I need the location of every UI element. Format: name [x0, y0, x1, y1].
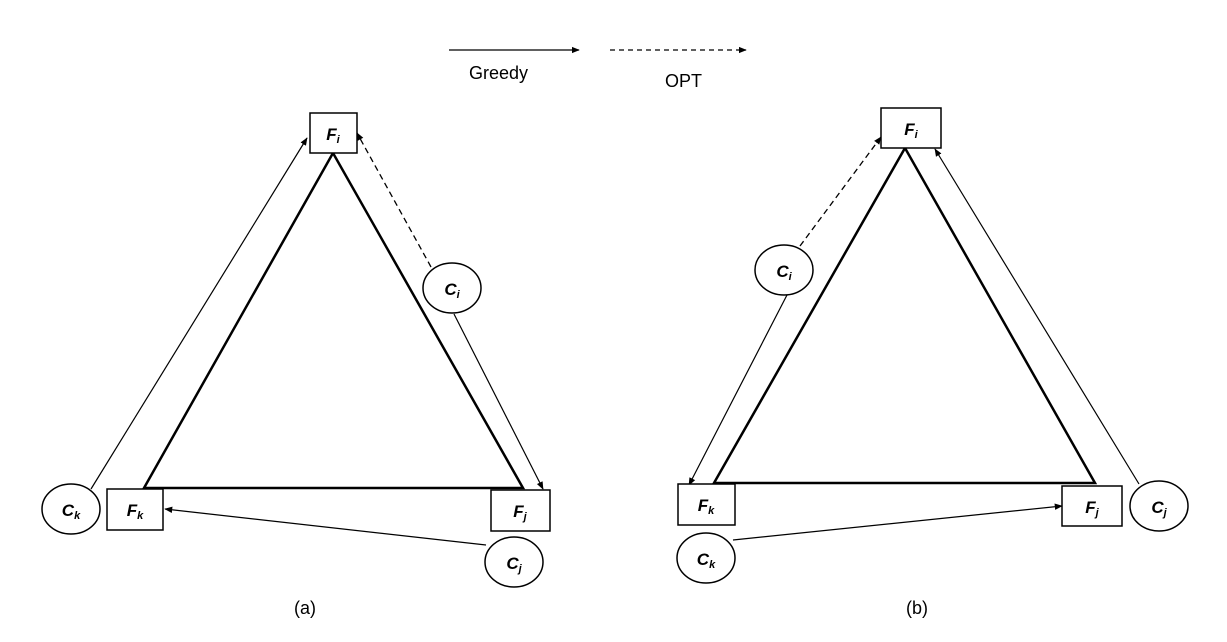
panel-a-edge-cj-to-fk [164, 506, 487, 546]
panel-a-edge-ci-to-fj [453, 313, 544, 490]
svg-text:Fi: Fi [326, 125, 340, 146]
panel-a-node-ci: Ci [422, 262, 482, 314]
svg-text:Cj: Cj [506, 554, 522, 575]
panel-a-node-cj: Cj [484, 536, 544, 588]
panel-b: Fi Fk Fj Ci Ck Cj (b) [676, 107, 1189, 618]
panel-b-edge-ck-to-fj [732, 503, 1063, 541]
panel-b-node-ck: Ck [676, 532, 736, 584]
panel-b-triangle [711, 145, 1098, 485]
legend-opt-label: OPT [665, 71, 702, 91]
panel-b-node-ci: Ci [754, 244, 814, 296]
panel-a-edge-ci-to-fi-opt [356, 132, 432, 268]
svg-text:Ck: Ck [697, 550, 716, 571]
panel-b-caption: (b) [906, 598, 928, 618]
svg-text:Fk: Fk [698, 496, 715, 517]
panel-b-edge-cj-to-fi [934, 148, 1140, 485]
svg-text:Ck: Ck [62, 501, 81, 522]
panel-a-caption: (a) [294, 598, 316, 618]
svg-text:Ci: Ci [776, 262, 792, 283]
panel-a-node-ck: Ck [41, 483, 101, 535]
svg-text:Ci: Ci [444, 280, 460, 301]
panel-a-node-fk: Fk [106, 488, 164, 531]
legend-greedy-label: Greedy [469, 63, 528, 83]
panel-b-edge-ci-to-fk [688, 294, 788, 486]
legend: Greedy OPT [449, 46, 747, 91]
svg-text:Fj: Fj [513, 502, 527, 523]
panel-b-node-cj: Cj [1129, 480, 1189, 532]
panel-b-edge-ci-to-fi-opt [799, 136, 882, 247]
panel-b-node-fj: Fj [1061, 485, 1123, 527]
panel-a-node-fj: Fj [490, 489, 551, 532]
svg-text:Cj: Cj [1151, 498, 1167, 519]
panel-a-triangle [141, 150, 526, 490]
panel-a-node-fi: Fi [309, 112, 358, 154]
panel-a: Fi Fk Fj Ci Ck Cj (a) [41, 112, 551, 618]
panel-a-edge-ck-to-fi [90, 137, 308, 490]
svg-text:Fk: Fk [127, 501, 144, 522]
svg-text:Fi: Fi [904, 120, 918, 141]
panel-b-node-fi: Fi [880, 107, 942, 149]
panel-b-node-fk: Fk [677, 483, 736, 526]
svg-text:Fj: Fj [1085, 498, 1099, 519]
